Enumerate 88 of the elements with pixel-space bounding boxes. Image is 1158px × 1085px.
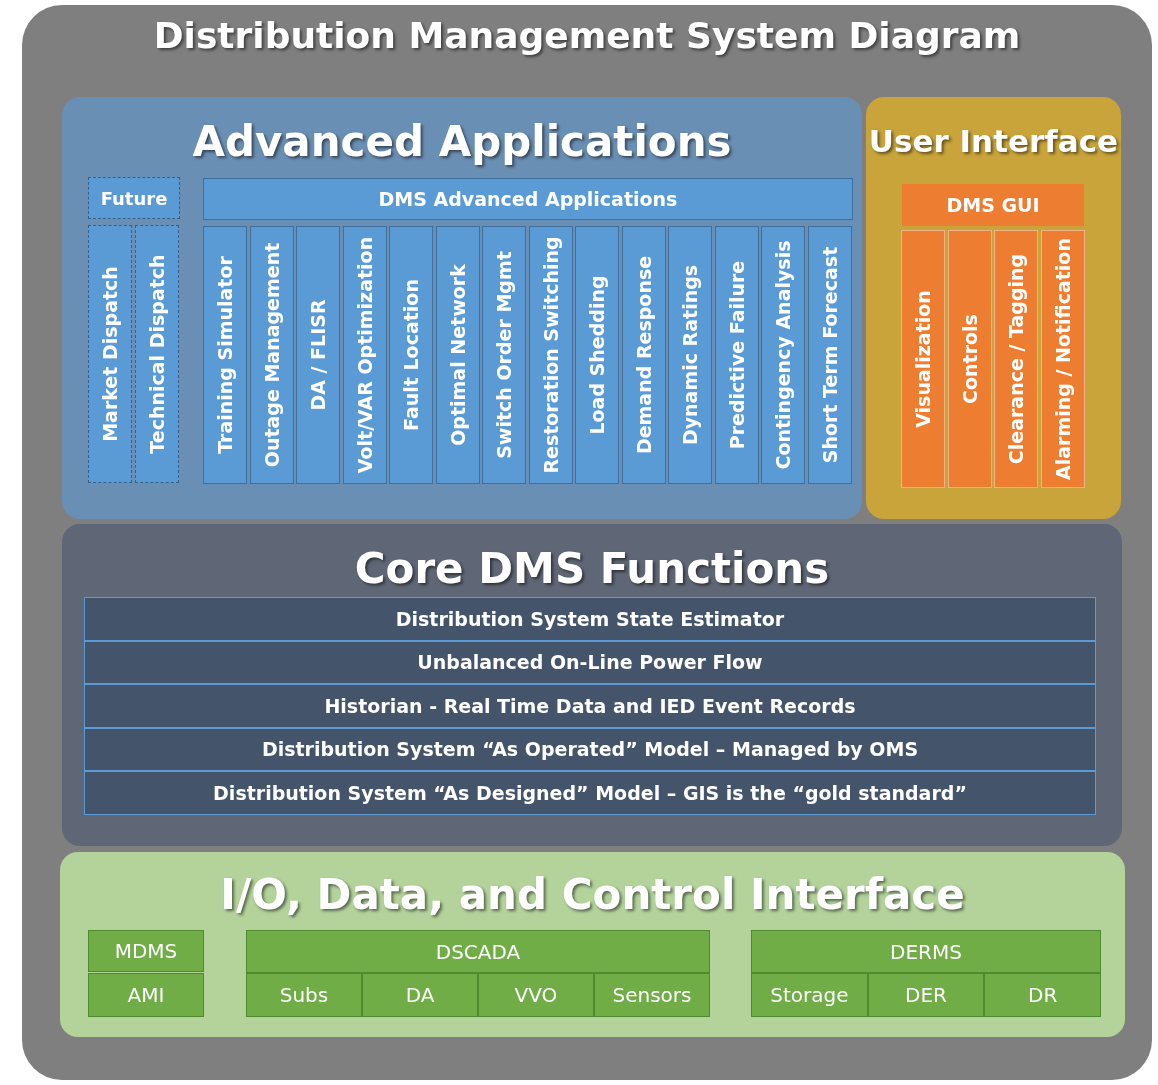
function-box (362, 973, 478, 1017)
function-box (575, 226, 619, 484)
section-panel (62, 97, 862, 519)
function-box (867, 973, 985, 1017)
section-heading: Core DMS Functions (353, 544, 831, 593)
function-label: DSCADA (434, 939, 522, 964)
function-box (984, 973, 1102, 1017)
diagram-panel (22, 5, 1152, 1080)
function-label: DMS Advanced Applications (377, 188, 679, 210)
function-box (88, 973, 204, 1017)
function-label: Market Dispatch (99, 266, 121, 442)
function-box (296, 226, 340, 484)
function-box (478, 973, 594, 1017)
function-row (84, 771, 1096, 815)
function-box (751, 973, 868, 1017)
function-box (528, 226, 573, 484)
function-label: Alarming / Notification (1052, 238, 1075, 480)
function-box (761, 226, 805, 484)
function-box (342, 226, 387, 484)
function-label: Optimal Network (446, 264, 469, 446)
function-label: Historian - Real Time Data and IED Event Records (323, 694, 857, 717)
function-label: Training Simulator (214, 256, 236, 454)
function-row (84, 727, 1096, 771)
function-label: VVO (513, 983, 559, 1007)
function-label: Predictive Failure (725, 260, 748, 450)
function-box (947, 230, 992, 488)
function-label: Contingency Analysis (772, 240, 794, 470)
function-box (203, 226, 247, 484)
function-box (88, 225, 132, 483)
function-label: Demand Response (632, 255, 655, 455)
function-label: Distribution System “As Designed” Model – GIS is the “gold standard” (212, 781, 968, 804)
function-box (246, 930, 710, 973)
function-label: Technical Dispatch (146, 254, 168, 454)
function-box (714, 226, 759, 484)
function-label: DA / FLISR (307, 299, 329, 411)
function-box (482, 226, 526, 484)
function-label: Outage Management (260, 242, 283, 468)
function-label: DA (404, 983, 436, 1007)
function-box (901, 230, 945, 488)
section-panel (62, 524, 1122, 846)
function-label: Switch Order Mgmt (493, 251, 515, 459)
section-heading: User Interface (867, 123, 1120, 159)
function-box (621, 226, 666, 484)
function-label: Distribution System “As Operated” Model – Managed by OMS (260, 738, 920, 761)
function-box (901, 183, 1085, 227)
function-box (389, 226, 433, 484)
function-label: DERMS (889, 939, 963, 964)
function-box (751, 930, 1101, 973)
function-label: Volt/VAR Optimization (353, 236, 376, 474)
function-label: Unbalanced On-Line Power Flow (416, 651, 764, 674)
function-label: DER (904, 983, 948, 1007)
function-box (88, 177, 180, 219)
function-label: Short Term Forecast (818, 246, 841, 464)
function-box (435, 226, 480, 484)
section-heading: Advanced Applications (191, 117, 733, 166)
function-label: Visualization (912, 290, 934, 428)
function-label: Storage (769, 983, 850, 1007)
function-box (203, 178, 853, 220)
function-label: DR (1027, 983, 1059, 1007)
function-box (994, 230, 1039, 488)
function-box (246, 973, 362, 1017)
function-label: Restoration Switching (539, 236, 562, 474)
function-label: DMS GUI (945, 194, 1041, 216)
function-label: MDMS (113, 939, 179, 963)
function-row (84, 684, 1096, 728)
function-label: Controls (958, 314, 981, 404)
section-panel (866, 97, 1121, 519)
section-panel (60, 852, 1125, 1037)
function-label: Sensors (611, 983, 693, 1007)
function-box (807, 226, 852, 484)
section-heading: Distribution Management System Diagram (152, 15, 1022, 56)
section-heading: I/O, Data, and Control Interface (219, 870, 966, 919)
function-box (668, 226, 712, 484)
function-box (594, 973, 710, 1017)
function-box (135, 225, 179, 483)
function-box (1041, 230, 1086, 488)
function-label: Clearance / Tagging (1005, 253, 1028, 465)
function-row (84, 597, 1096, 641)
function-label: Subs (278, 983, 330, 1007)
function-box (88, 930, 204, 972)
function-label: Dynamic Ratings (679, 264, 701, 446)
function-label: AMI (126, 983, 166, 1007)
function-label: Future (99, 187, 169, 209)
function-row (84, 640, 1096, 684)
function-label: Fault Location (400, 279, 422, 431)
function-box (249, 226, 294, 484)
function-label: Distribution System State Estimator (394, 607, 786, 630)
function-label: Load Shedding (586, 275, 608, 435)
